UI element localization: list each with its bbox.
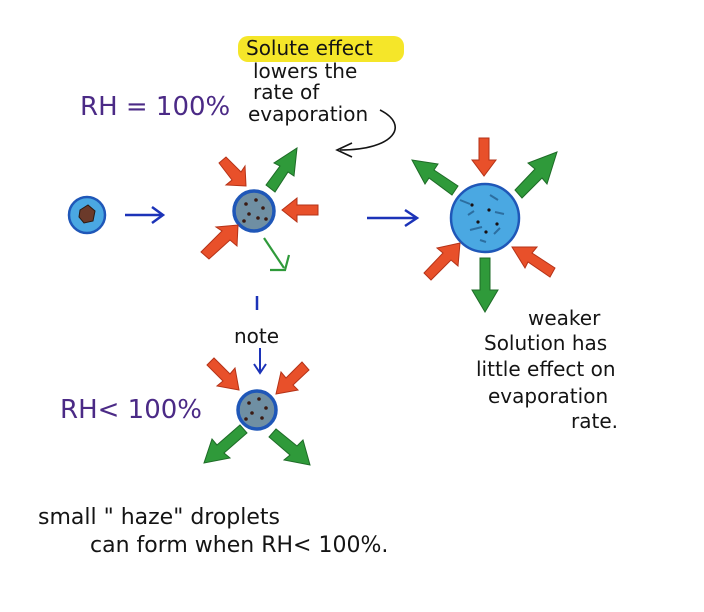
rh-equal-100-label: RH = 100% xyxy=(80,92,230,122)
growth-arrow-2 xyxy=(367,208,420,228)
large-evaporation-arrow-bottom xyxy=(471,257,499,313)
large-condensation-arrow-top xyxy=(471,137,497,177)
initial-droplet xyxy=(67,195,107,235)
condensation-arrow-bottomleft xyxy=(200,224,239,260)
large-evaporation-arrow-topright xyxy=(514,151,558,199)
large-condensation-arrow-bottomleft xyxy=(423,242,461,281)
solute-note-pointer-head xyxy=(335,142,353,158)
solute-effect-line1: Solute effect xyxy=(246,36,373,60)
weaker-line4: evaporation xyxy=(488,384,608,408)
haze-droplet xyxy=(236,389,278,431)
highlight-mark xyxy=(238,36,404,62)
haze-evaporation-arrow-bottomleft xyxy=(203,424,248,464)
condensation-arrow-topleft xyxy=(218,156,247,187)
weaker-line5: rate. xyxy=(571,409,618,433)
large-dilute-droplet xyxy=(449,182,521,254)
solute-effect-line4: evaporation xyxy=(248,102,368,126)
haze-condensation-arrow-left xyxy=(206,357,240,391)
solution-droplet-mid xyxy=(232,189,276,233)
caption-line2: can form when RH< 100%. xyxy=(90,533,388,558)
note-label: note xyxy=(234,324,279,348)
condensation-arrow-right xyxy=(281,196,319,224)
weaker-line1: weaker xyxy=(528,306,601,330)
solute-effect-line3: rate of xyxy=(253,80,320,104)
haze-evaporation-arrow-bottomright xyxy=(268,428,311,466)
rh-less-100-label: RH< 100% xyxy=(60,395,202,425)
note-arrow xyxy=(253,348,267,375)
nucleus-particle xyxy=(78,204,96,224)
caption-line1: small " haze" droplets xyxy=(38,505,280,530)
large-evaporation-arrow-topleft xyxy=(411,159,459,196)
evaporation-arrow-topright xyxy=(265,147,298,193)
weaker-line3: little effect on xyxy=(476,357,616,381)
haze-condensation-arrow-right xyxy=(275,361,310,395)
evaporation-arrow-bottomright xyxy=(263,237,291,272)
weaker-line2: Solution has xyxy=(484,331,607,355)
solute-effect-line2: lowers the xyxy=(253,59,357,83)
large-condensation-arrow-bottomright xyxy=(511,246,556,278)
solute-note-pointer xyxy=(339,109,396,151)
growth-arrow-1 xyxy=(125,205,166,225)
